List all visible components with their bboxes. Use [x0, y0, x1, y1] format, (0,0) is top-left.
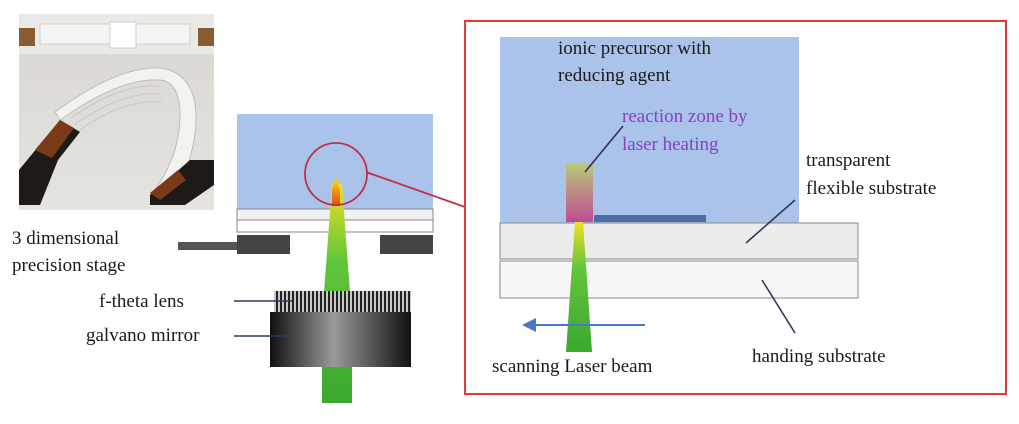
inset-handing-substrate: [499, 260, 859, 299]
transparent-label-line2: flexible substrate: [806, 178, 937, 199]
scanning-label: scanning Laser beam: [492, 356, 653, 377]
ftheta-label: f-theta lens: [99, 291, 184, 312]
deposited-metal-line: [594, 215, 706, 222]
f-theta-lens: [274, 291, 411, 312]
precursor-label-line1: ionic precursor with: [558, 38, 712, 59]
reaction-label-line2: laser heating: [622, 134, 719, 155]
handing-label: handing substrate: [752, 346, 886, 367]
left-arrow-icon: [522, 318, 645, 332]
stage-arm: [178, 242, 237, 250]
inset-frame: [464, 20, 1007, 395]
inset-laser-beam: [566, 222, 592, 352]
flexible-circuit-photo: [19, 14, 214, 210]
transparent-leader: [745, 199, 796, 244]
callout-circle: [304, 142, 368, 206]
laser-spot: [332, 176, 340, 206]
reaction-leader: [584, 125, 624, 173]
galvano-label: galvano mirror: [86, 325, 200, 346]
stage-label-line2: precision stage: [12, 255, 126, 276]
transparent-label-line1: transparent: [806, 150, 891, 171]
callout-connector: [365, 171, 466, 208]
precursor-label-line2: reducing agent: [558, 65, 671, 86]
reaction-zone: [566, 164, 593, 222]
reaction-label-line1: reaction zone by: [622, 106, 748, 127]
stage-block-right: [380, 235, 433, 254]
inset-precursor-liquid: [500, 37, 799, 223]
handing-leader: [761, 279, 796, 334]
stage-label-line1: 3 dimensional: [12, 228, 120, 249]
stage-block-left: [237, 235, 290, 254]
galvano-mirror: [270, 312, 411, 367]
inset-flexible-substrate: [499, 222, 859, 260]
